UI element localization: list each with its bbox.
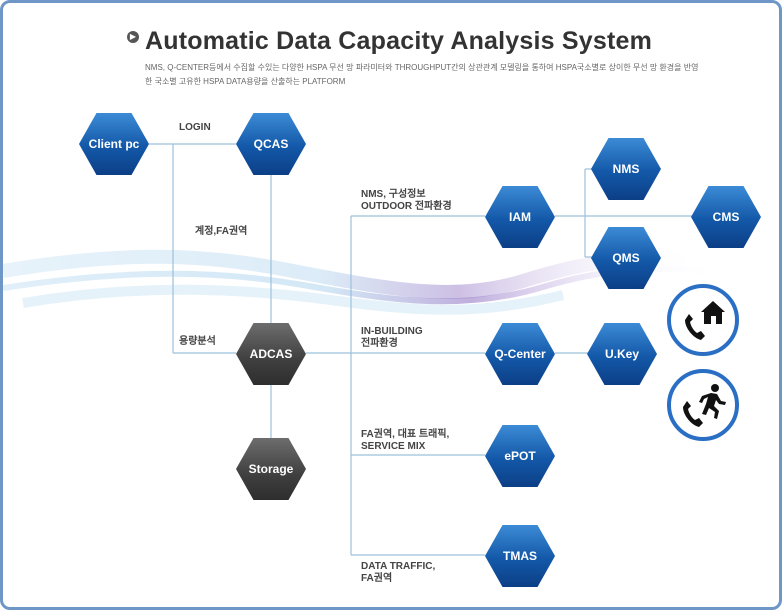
fa-traffic-label: FA권역, 대표 트래픽, SERVICE MIX bbox=[361, 429, 449, 453]
node-nms[interactable]: NMS bbox=[591, 138, 661, 200]
connector-lines bbox=[149, 143, 695, 556]
phone-home-glyph bbox=[685, 301, 725, 340]
node-ukey[interactable]: U.Key bbox=[587, 323, 657, 385]
phone-running-glyph bbox=[683, 384, 726, 427]
in-building-label-line1: IN-BUILDING bbox=[361, 326, 423, 337]
data-traffic-label-line1: DATA TRAFFIC, bbox=[361, 561, 436, 572]
capacity-analysis-label: 용량분석 bbox=[179, 336, 216, 347]
fa-traffic-label-line2: SERVICE MIX bbox=[361, 441, 426, 452]
nms-config-label: NMS, 구성정보 OUTDOOR 전파환경 bbox=[361, 189, 452, 213]
node-cms[interactable]: CMS bbox=[691, 186, 761, 248]
node-qms[interactable]: QMS bbox=[591, 227, 661, 289]
in-building-label-line2: 전파환경 bbox=[361, 338, 398, 349]
phone-running-person-icon bbox=[667, 369, 739, 441]
fa-traffic-label-line1: FA권역, 대표 트래픽, bbox=[361, 429, 450, 440]
account-fa-label: 계정,FA권역 bbox=[195, 226, 248, 237]
page-subtitle: NMS, Q-CENTER등에서 수집할 수있는 다양한 HSPA 무선 망 파… bbox=[145, 63, 699, 86]
in-building-label: IN-BUILDING 전파환경 bbox=[361, 326, 423, 350]
data-traffic-label-line2: FA권역 bbox=[361, 573, 393, 584]
nms-config-label-line2: OUTDOOR 전파환경 bbox=[361, 201, 452, 212]
login-label: LOGIN bbox=[179, 122, 211, 133]
phone-home-icon bbox=[667, 284, 739, 356]
play-bullet-icon: ▶ bbox=[127, 31, 139, 43]
nms-config-label-line1: NMS, 구성정보 bbox=[361, 189, 426, 200]
data-traffic-label: DATA TRAFFIC, FA권역 bbox=[361, 561, 435, 585]
page-title: Automatic Data Capacity Analysis System bbox=[145, 27, 653, 55]
